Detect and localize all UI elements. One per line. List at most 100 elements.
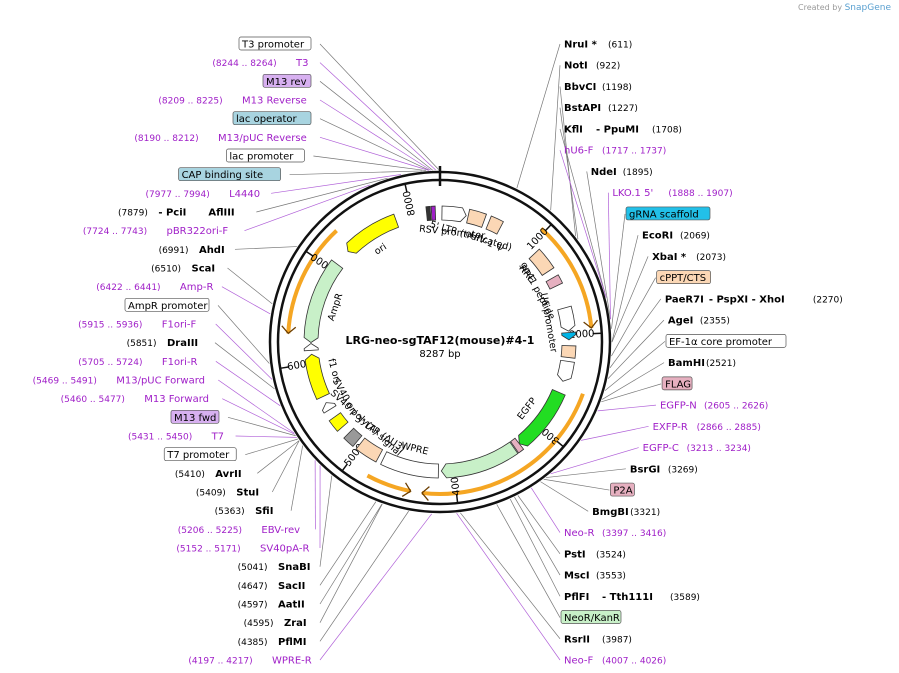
label-name: LKO.1 5' — [612, 188, 653, 199]
label-paer7i[interactable]: PaeR7I - PspXI - XhoI(2270) — [665, 294, 843, 305]
label-flag[interactable]: FLAG — [661, 376, 693, 391]
label-name: F1ori-R — [162, 357, 198, 368]
feature-sv40-poly-a-signal[interactable] — [343, 427, 363, 448]
label-bmgbi[interactable]: BmgBI(3321) — [592, 507, 660, 518]
label-coords: (3321) — [630, 508, 660, 518]
label-t3[interactable]: (8244 .. 8264)T3 — [212, 58, 308, 69]
label-m13-reverse[interactable]: (8209 .. 8225)M13 Reverse — [158, 96, 306, 107]
feature-hiv-1[interactable] — [485, 215, 504, 235]
label-p2a[interactable]: P2A — [610, 482, 635, 497]
feature-u6-promoter[interactable] — [557, 305, 576, 332]
label-t7[interactable]: (5431 .. 5450)T7 — [128, 432, 224, 443]
label-msci[interactable]: MscI(3553) — [564, 571, 626, 582]
feature-5-ltr-truncated[interactable] — [466, 208, 487, 228]
label-neo-f[interactable]: Neo-F(4007 .. 4026) — [564, 656, 666, 667]
label-name: pBR322ori-F — [166, 226, 228, 237]
label-pflfi[interactable]: PflFI - Tth111I(3589) — [564, 592, 700, 603]
label-grna-scaffold[interactable]: gRNA scaffold — [625, 206, 711, 221]
label-lac-promoter[interactable]: lac promoter — [226, 148, 305, 163]
label-cap-binding-site[interactable]: CAP binding site — [178, 167, 281, 182]
label-cppt-cts[interactable]: cPPT/CTS — [656, 270, 711, 285]
leader-line — [319, 99, 432, 171]
feature-segment-8[interactable] — [557, 359, 575, 382]
label-sv40pa-r[interactable]: (5152 .. 5171)SV40pA-R — [176, 544, 309, 555]
feature-ampr[interactable] — [303, 259, 344, 344]
label-coords: (5363) — [215, 507, 245, 517]
label-pflmi[interactable]: (4385)PflMI — [238, 637, 307, 648]
leader-line — [611, 213, 626, 329]
label-amp-r[interactable]: (6422 .. 6441)Amp-R — [96, 282, 213, 293]
feature-segment-6[interactable] — [561, 331, 577, 341]
label-f1ori-r[interactable]: (5705 .. 5724)F1ori-R — [78, 357, 197, 368]
label-snabi[interactable]: (5041)SnaBI — [238, 562, 311, 573]
feature-segment-21[interactable] — [425, 205, 432, 222]
label-exfp-r[interactable]: EXFP-R(2866 .. 2885) — [653, 422, 761, 433]
label-lac-operator[interactable]: lac operator — [232, 111, 312, 126]
label-draiii[interactable]: (5851)DraIII — [127, 338, 199, 349]
label-kfli[interactable]: KflI - PpuMI(1708) — [564, 124, 682, 135]
feature-egfp[interactable] — [518, 389, 566, 447]
feature-segment-22[interactable] — [430, 205, 437, 221]
feature-segment-15[interactable] — [328, 412, 349, 432]
label-sfii[interactable]: (5363)SfiI — [215, 506, 274, 517]
label-scai[interactable]: (6510)ScaI — [151, 264, 215, 275]
label-t3-promoter[interactable]: T3 promoter — [238, 36, 312, 51]
label-noti[interactable]: NotI(922) — [564, 61, 620, 72]
label-wpre-r[interactable]: (4197 .. 4217)WPRE-R — [188, 656, 311, 667]
label-l4440[interactable]: (7977 .. 7994)L4440 — [146, 189, 261, 200]
label-ampr-promoter[interactable]: AmpR promoter — [124, 297, 210, 312]
label-name: AvrII — [215, 469, 241, 480]
label-t7-promoter[interactable]: T7 promoter — [163, 447, 237, 462]
label-stui[interactable]: (5409)StuI — [196, 488, 259, 499]
label-rsrii[interactable]: RsrII(3987) — [564, 634, 632, 645]
label-name: lac promoter — [229, 152, 294, 163]
label-xbai[interactable]: XbaI *(2073) — [652, 252, 726, 263]
label-lko-1-5[interactable]: LKO.1 5'(1888 .. 1907) — [612, 188, 732, 199]
feature-wpre[interactable] — [380, 451, 439, 479]
label-m13-rev[interactable]: M13 rev — [262, 73, 312, 88]
label-ndei[interactable]: NdeI(1895) — [591, 167, 653, 178]
label-m13-fwd[interactable]: M13 fwd — [170, 409, 220, 424]
feature-f1-ori[interactable] — [304, 353, 330, 400]
label-avrii[interactable]: (5410)AvrII — [175, 469, 242, 480]
tick-mark — [341, 463, 349, 472]
label-neo-r[interactable]: Neo-R(3397 .. 3416) — [564, 528, 666, 539]
feature-3-ltr-u3[interactable] — [355, 437, 384, 463]
label-bstapi[interactable]: BstAPI(1227) — [564, 103, 638, 114]
feature-ori[interactable] — [346, 213, 400, 254]
label-zrai[interactable]: (4595)ZraI — [244, 618, 307, 629]
label-nrui[interactable]: NruI *(611) — [564, 40, 632, 51]
label-psti[interactable]: PstI(3524) — [564, 549, 626, 560]
label-egfp-c[interactable]: EGFP-C(3213 .. 3234) — [643, 443, 751, 454]
label-ebv-rev[interactable]: (5206 .. 5225)EBV-rev — [178, 525, 300, 536]
label-neor-kanr[interactable]: NeoR/KanR — [560, 610, 622, 625]
leader-line — [597, 404, 657, 412]
feature-segment-10[interactable] — [510, 437, 525, 454]
label-egfp-n[interactable]: EGFP-N(2605 .. 2626) — [660, 401, 768, 412]
label-agei[interactable]: AgeI(2355) — [668, 316, 730, 327]
label-ef-1-core-promoter[interactable]: EF-1α core promoter — [665, 334, 787, 348]
feature-gp41-peptide[interactable] — [545, 274, 564, 290]
feature-segment-11[interactable] — [440, 441, 519, 479]
label-bsrgi[interactable]: BsrGI(3269) — [630, 464, 698, 475]
label-hu6-f[interactable]: hU6-F(1717 .. 1737) — [564, 146, 666, 157]
label-sacii[interactable]: (4647)SacII — [238, 581, 306, 592]
label-aatii[interactable]: (4597)AatII — [238, 600, 305, 611]
label-bbvci[interactable]: BbvCI(1198) — [564, 82, 632, 93]
label-m13-forward[interactable]: (5460 .. 5477)M13 Forward — [61, 394, 209, 405]
label-box — [656, 270, 711, 285]
feature-segment-18[interactable] — [303, 343, 319, 352]
label-ahdi[interactable]: (6991)AhdI — [159, 245, 225, 256]
label-ecori[interactable]: EcoRI(2069) — [642, 231, 710, 242]
feature-sv40-ori[interactable] — [322, 402, 337, 414]
feature-rre[interactable] — [528, 248, 555, 276]
label-pbr322ori-f[interactable]: (7724 .. 7743)pBR322ori-F — [83, 226, 228, 237]
label-m13-puc-forward[interactable]: (5469 .. 5491)M13/pUC Forward — [33, 376, 205, 387]
label-f1ori-f[interactable]: (5915 .. 5936)F1ori-F — [78, 320, 196, 331]
feature-segment-7[interactable] — [560, 345, 577, 359]
label-m13-puc-reverse[interactable]: (8190 .. 8212)M13/pUC Reverse — [134, 133, 306, 144]
feature-rsv-promoter[interactable] — [441, 205, 467, 223]
label-name: SacII — [278, 581, 305, 592]
label-bamhi[interactable]: BamHI(2521) — [668, 358, 736, 369]
